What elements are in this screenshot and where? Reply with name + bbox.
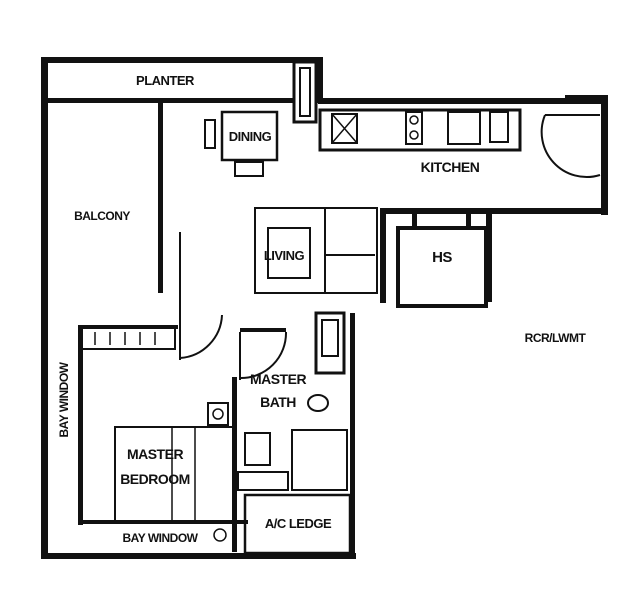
label-dining: DINING: [229, 129, 272, 144]
wardrobe: [79, 326, 176, 350]
dining-table: [204, 110, 279, 177]
label-planter: PLANTER: [136, 73, 195, 88]
label-master-bath-2: BATH: [260, 394, 296, 410]
label-rcr: RCR/LWMT: [525, 331, 587, 345]
planter-column: [292, 60, 318, 124]
label-master-bedroom-2: BEDROOM: [120, 471, 190, 487]
label-master-bedroom-1: MASTER: [127, 446, 184, 462]
master-bath: [232, 311, 355, 558]
ac-ledge-box: [213, 493, 352, 555]
bed: [114, 402, 236, 523]
living-area: [179, 207, 386, 360]
label-bay-window-bottom: BAY WINDOW: [122, 531, 198, 545]
label-bay-window-side: BAY WINDOW: [57, 361, 71, 437]
label-kitchen: KITCHEN: [421, 159, 480, 175]
label-living: LIVING: [264, 248, 305, 263]
label-hs: HS: [432, 249, 452, 266]
kitchen-counter: [318, 108, 601, 178]
label-master-bath-1: MASTER: [250, 371, 307, 387]
household-shelter: [396, 212, 492, 308]
label-ac-ledge: A/C LEDGE: [265, 516, 332, 531]
label-balcony: BALCONY: [74, 209, 130, 223]
